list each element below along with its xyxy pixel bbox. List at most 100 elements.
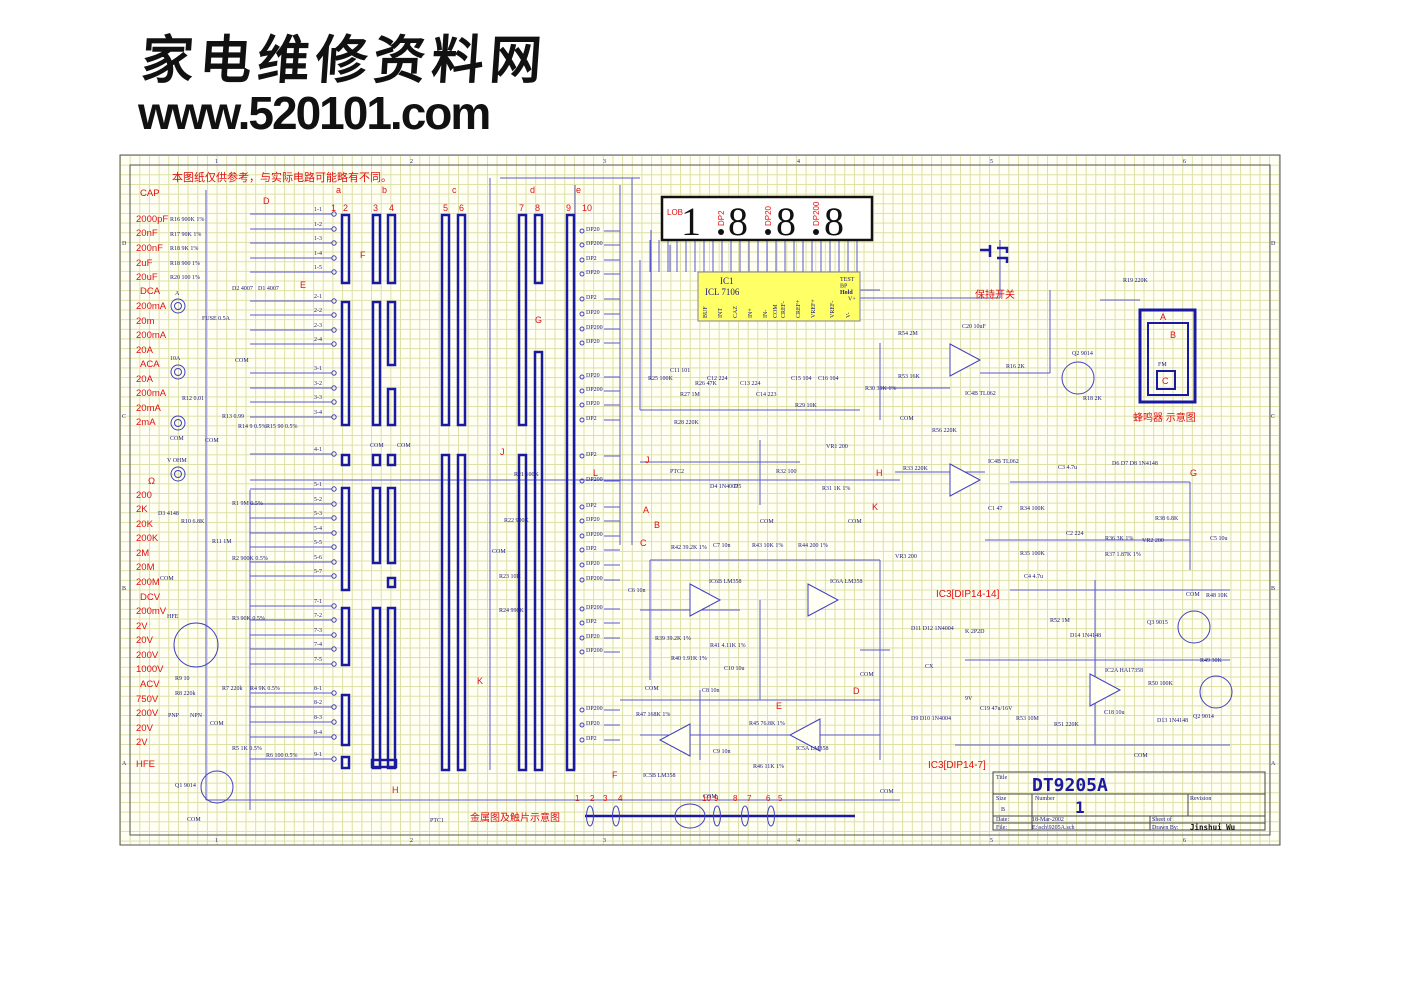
border-col-mark: 5 xyxy=(990,838,993,844)
border-row-mark: D xyxy=(1271,241,1276,247)
ic1-pin-label: CREF+ xyxy=(796,299,802,318)
lob-label: LOB xyxy=(667,208,683,217)
switch-contact-strip xyxy=(386,486,397,565)
component-label-c6: C6 10n xyxy=(628,588,646,594)
signal-port-bB: B xyxy=(1170,330,1176,340)
component-label-r23: R23 10K xyxy=(499,574,522,580)
component-label-r49: R49 30K xyxy=(1200,658,1223,664)
dp-contact xyxy=(579,722,585,728)
ic1-ref: IC1 xyxy=(720,276,734,286)
decimal-point xyxy=(813,229,819,235)
component-label-r37: R37 1.87K 1% xyxy=(1105,552,1141,558)
dp-label: DP2 xyxy=(586,452,597,458)
switch-contact xyxy=(331,226,337,232)
range-label: 200V xyxy=(136,708,159,719)
switch-contact xyxy=(331,370,337,376)
component-label-r16: R16 900K 1% xyxy=(170,217,204,223)
switch-contact-strip xyxy=(517,453,528,772)
component-label-r40: R40 1.91K 1% xyxy=(671,656,707,662)
component-label-jackcom: COM xyxy=(170,436,184,442)
component-label-bat: 9V xyxy=(965,696,973,702)
input-jack-icon xyxy=(170,415,186,431)
metal-contact-number: 4 xyxy=(618,794,623,803)
contact-label: 7-1 xyxy=(314,599,322,605)
switch-column-label: 4 xyxy=(389,203,394,213)
component-label-ic4b: IC4B TL062 xyxy=(965,391,996,397)
component-label-c3: C3 4.7u xyxy=(1058,465,1077,471)
range-label: 200 xyxy=(136,490,152,501)
contact-label: 5-7 xyxy=(314,569,322,575)
com-ground-label: COM xyxy=(760,519,774,525)
contact-label: 5-1 xyxy=(314,482,322,488)
switch-contact-strip xyxy=(386,300,397,367)
contact-label: 3-3 xyxy=(314,395,322,401)
signal-port-J2: J xyxy=(645,455,650,465)
component-label-c8: C8 10n xyxy=(702,688,720,694)
signal-port-H: H xyxy=(392,785,399,795)
metal-contact-number: 10 xyxy=(702,794,711,803)
switch-contact-strip xyxy=(456,213,467,427)
border-col-mark: 1 xyxy=(215,159,218,165)
component-label-ic4b2: IC4B TL062 xyxy=(988,459,1019,465)
sheet-label: Sheet of xyxy=(1152,816,1172,823)
dp-label: DP200 xyxy=(586,605,603,611)
border-col-mark: 2 xyxy=(410,159,413,165)
switch-contact-strip xyxy=(340,755,351,770)
signal-port-F2: F xyxy=(612,770,618,780)
range-label: 2V xyxy=(136,621,148,632)
component-label-r7: R7 220k xyxy=(222,686,243,692)
component-label-ptc1: PTC1 xyxy=(430,818,444,824)
transistor-q2-icon xyxy=(1061,361,1095,395)
range-label: 1000V xyxy=(136,664,164,675)
switch-contact xyxy=(331,451,337,457)
range-label: 20m xyxy=(136,316,155,327)
border-row-mark: D xyxy=(122,241,127,247)
switch-column-label: 10 xyxy=(582,203,592,213)
dp-label: DP2 xyxy=(586,546,597,552)
opamp-symbol xyxy=(949,343,982,377)
component-label-d6: D6 D7 D8 1N4148 xyxy=(1112,461,1158,467)
input-jack-icon xyxy=(170,298,186,314)
com-ground-label: COM xyxy=(880,789,894,795)
number-label: Number xyxy=(1035,796,1055,802)
border-col-mark: 2 xyxy=(410,838,413,844)
com-ground-label: COM xyxy=(860,672,874,678)
contact-label: 5-6 xyxy=(314,555,322,561)
dp-contact xyxy=(579,620,585,626)
ic1-pin-label: VREF- xyxy=(830,301,836,318)
signal-port-L: L xyxy=(593,468,598,478)
contact-label: 2-4 xyxy=(314,337,322,343)
dp-contact xyxy=(579,635,585,641)
metal-contact-number: 2 xyxy=(590,794,595,803)
component-label-r3: R3 90K 0.5% xyxy=(232,616,265,622)
switch-contact xyxy=(331,327,337,333)
metal-contact-number: 5 xyxy=(778,794,783,803)
dp-label: DP20 xyxy=(586,270,600,276)
switch-contact xyxy=(331,240,337,246)
dp-label: DP2 xyxy=(586,503,597,509)
switch-contact xyxy=(331,704,337,710)
range-label: 20nF xyxy=(136,228,158,239)
switch-contact xyxy=(331,690,337,696)
com-ground-label: COM xyxy=(187,817,201,823)
component-label-r34: R34 100K xyxy=(1020,506,1046,512)
range-label: 20A xyxy=(136,374,154,385)
contact-label: 7-3 xyxy=(314,628,322,634)
dp-contact xyxy=(579,518,585,524)
component-label-r53b: R53 10M xyxy=(1016,716,1040,722)
range-label: 20V xyxy=(136,635,154,646)
switch-contact xyxy=(331,255,337,261)
switch-contact-strip xyxy=(386,213,397,285)
component-label-c10: C10 10u xyxy=(724,666,745,672)
site-logo-url: www.520101.com xyxy=(138,87,491,139)
range-label: 2mA xyxy=(136,417,156,428)
component-label-r18b: R18 2K xyxy=(1083,396,1103,402)
component-label-r50: R50 100K xyxy=(1148,681,1174,687)
dp-contact xyxy=(579,562,585,568)
dp-contact xyxy=(579,504,585,510)
dp-label: DP200 xyxy=(586,477,603,483)
range-label: 20mA xyxy=(136,403,161,414)
component-label-r10: R10 6.8K xyxy=(181,519,205,525)
dp-contact xyxy=(579,228,585,234)
switch-contact xyxy=(331,530,337,536)
